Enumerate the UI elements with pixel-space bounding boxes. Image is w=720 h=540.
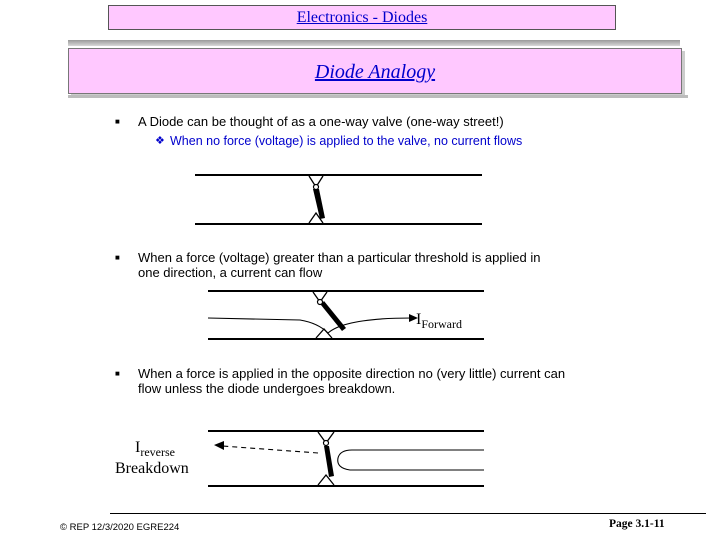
i-reverse-main: I [135, 439, 141, 456]
valve-forward-diagram [207, 290, 484, 340]
bullet-1-text: A Diode can be thought of as a one-way v… [138, 114, 504, 129]
bullet-square-3: ■ [115, 369, 120, 378]
page-number: Page 3.1-11 [609, 518, 665, 530]
footer-rule [110, 513, 706, 514]
slide-title-box: Diode Analogy [68, 48, 682, 94]
i-reverse-subscript: reverse [140, 445, 175, 459]
valve-closed-diagram [195, 174, 482, 225]
i-forward-subscript: Forward [421, 317, 462, 331]
diamond-bullet-icon: ❖ [155, 135, 165, 147]
bullet-square-2: ■ [115, 253, 120, 262]
slide-title: Diode Analogy [314, 61, 436, 83]
valve-reverse-diagram [208, 430, 484, 487]
header-title: Electronics - Diodes [296, 9, 428, 26]
i-reverse-label: Ireverse [135, 440, 175, 460]
title-shadow-rule [68, 95, 688, 98]
footer-copyright: © REP 12/3/2020 EGRE224 [60, 522, 180, 533]
breakdown-label: Breakdown [115, 460, 189, 477]
i-forward-main: I [416, 311, 422, 328]
bullet-3-text: When a force is applied in the opposite … [138, 366, 566, 396]
bullet-square-1: ■ [115, 117, 120, 126]
header-banner: Electronics - Diodes [108, 5, 616, 30]
bullet-2-text: When a force (voltage) greater than a pa… [138, 250, 541, 280]
i-forward-label: IForward [416, 312, 462, 332]
bullet-1-subtext: When no force (voltage) is applied to th… [170, 134, 523, 148]
header-rule [68, 40, 680, 46]
